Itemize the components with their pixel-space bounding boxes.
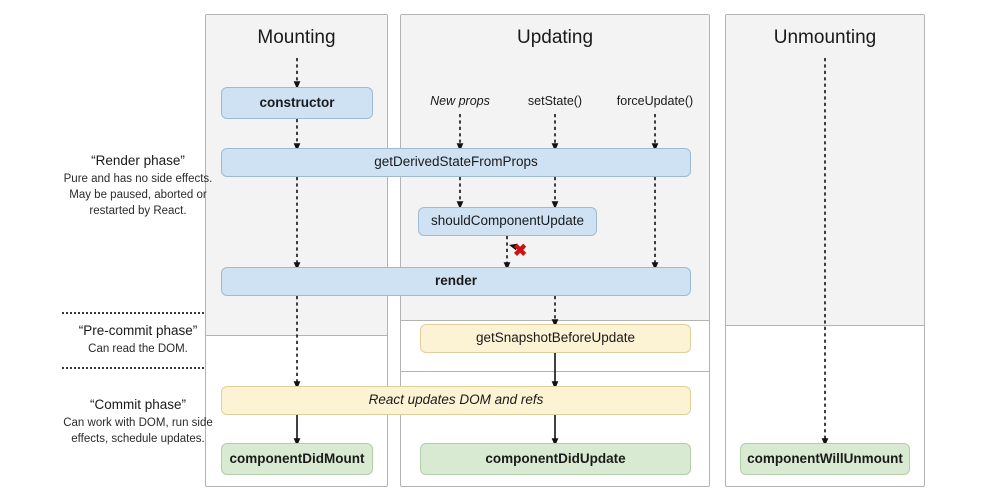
node-should-component-update[interactable]: shouldComponentUpdate bbox=[418, 207, 597, 236]
phase-pre-commit: “Pre-commit phase” Can read the DOM. bbox=[58, 322, 218, 358]
node-component-will-unmount[interactable]: componentWillUnmount bbox=[740, 443, 910, 475]
phase-render: “Render phase” Pure and has no side effe… bbox=[58, 152, 218, 220]
node-component-did-update[interactable]: componentDidUpdate bbox=[420, 443, 691, 475]
phase-commit-title: “Commit phase” bbox=[89, 397, 187, 412]
node-react-updates-dom[interactable]: React updates DOM and refs bbox=[221, 386, 691, 415]
phase-commit-desc: Can work with DOM, run side effects, sch… bbox=[63, 417, 213, 446]
phase-render-title: “Render phase” bbox=[91, 153, 185, 168]
trigger-label-set-state: setState() bbox=[527, 94, 583, 108]
node-get-derived-state-from-props[interactable]: getDerivedStateFromProps bbox=[221, 148, 691, 177]
phase-commit: “Commit phase” Can work with DOM, run si… bbox=[58, 396, 218, 448]
phase-separator-top bbox=[62, 312, 204, 314]
node-render[interactable]: render bbox=[221, 267, 691, 296]
abort-branch bbox=[509, 243, 525, 251]
phase-render-desc: Pure and has no side effects. May be pau… bbox=[63, 173, 213, 217]
trigger-label-force-update: forceUpdate() bbox=[616, 94, 694, 108]
trigger-label-new-props: New props bbox=[430, 94, 490, 108]
column-unmounting-divider bbox=[726, 325, 924, 326]
phase-pre-commit-desc: Can read the DOM. bbox=[88, 343, 188, 356]
column-title-updating: Updating bbox=[516, 27, 594, 48]
column-title-unmounting: Unmounting bbox=[773, 27, 877, 48]
node-component-did-mount[interactable]: componentDidMount bbox=[221, 443, 373, 475]
abort-mark-icon: ✖ bbox=[513, 241, 527, 260]
phase-separator-bottom bbox=[62, 367, 204, 369]
node-constructor[interactable]: constructor bbox=[221, 87, 373, 119]
column-title-mounting: Mounting bbox=[257, 27, 336, 48]
phase-pre-commit-title: “Pre-commit phase” bbox=[78, 323, 198, 338]
node-get-snapshot-before-update[interactable]: getSnapshotBeforeUpdate bbox=[420, 324, 691, 353]
